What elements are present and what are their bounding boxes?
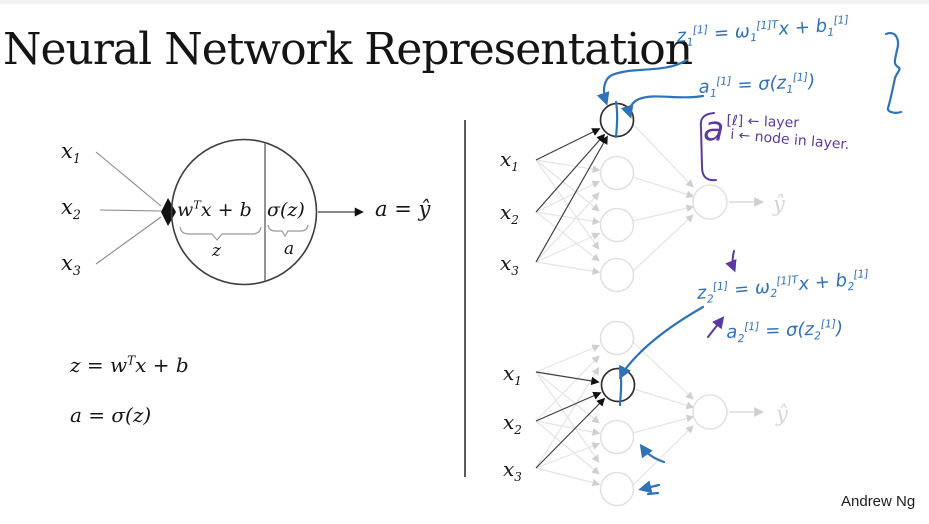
- pen-small-arrow-left: [638, 480, 661, 494]
- top-strip: [0, 0, 929, 4]
- top-net-yhat: ŷ: [773, 192, 785, 216]
- bottom-network-highlight-edges: [535, 371, 606, 469]
- top-network-highlight-edges: [535, 128, 608, 263]
- neuron-output-expr: a = ŷ: [375, 197, 431, 221]
- top-net-input-x2: x2: [500, 200, 519, 227]
- pen-node1-divider: [614, 100, 619, 139]
- author-credit: Andrew Ng: [841, 493, 916, 510]
- neuron-preactivation-expr: wTx + b: [177, 197, 252, 221]
- top-net-input-x1: x1: [500, 147, 519, 174]
- pen-curly-brace: [884, 32, 903, 114]
- pen-arrow-z2-to-node: [619, 305, 705, 380]
- hidden-node: [599, 419, 635, 455]
- input-label-x1: x1: [61, 139, 81, 167]
- underbrace-z: [179, 226, 262, 241]
- handwritten-a2-equation: a2[1] = σ(z2[1]): [726, 317, 844, 346]
- neuron-activation-expr: σ(z): [267, 199, 305, 221]
- hidden-node: [599, 320, 635, 356]
- pen-square-bracket: [699, 112, 717, 182]
- hidden-node: [599, 471, 635, 507]
- hidden-node: [599, 155, 635, 191]
- pen-up-arrow: [707, 316, 725, 338]
- blue-pen-strokes: [596, 32, 903, 496]
- bottom-net-input-x2: x2: [503, 410, 522, 437]
- top-net-input-x3: x3: [500, 251, 519, 278]
- pen-node2-divider: [618, 366, 623, 407]
- neuron-z-label: z: [212, 241, 221, 261]
- output-node: [692, 184, 728, 220]
- neuron-circle: [170, 138, 318, 286]
- underbrace-a: [267, 224, 309, 238]
- equation-z: z = wTx + b: [70, 353, 189, 377]
- notation-base: a: [702, 109, 725, 150]
- pen-down-arrow: [725, 250, 737, 273]
- pen-arrow-z1-to-node: [596, 58, 689, 106]
- input-label-x2: x2: [61, 195, 81, 223]
- hidden-node: [599, 207, 635, 243]
- purple-pen-strokes: [699, 112, 737, 338]
- hidden-node: [599, 257, 635, 293]
- bottom-network-gray-edges: [535, 341, 764, 487]
- top-network-gray-edges: [535, 123, 764, 275]
- top-network-graph: [535, 102, 764, 293]
- equation-a: a = σ(z): [70, 403, 152, 427]
- single-neuron-diagram: [95, 138, 364, 286]
- input-converge-arrowhead: [161, 198, 176, 226]
- pen-small-arrow-left-tail: [646, 491, 660, 496]
- output-node: [692, 394, 728, 430]
- pen-arrow-a1-to-node: [620, 94, 705, 119]
- bottom-net-input-x3: x3: [503, 457, 522, 484]
- neuron-a-label: a: [284, 239, 295, 259]
- bottom-net-yhat: ŷ: [776, 402, 788, 426]
- slide-title: Neural Network Representation: [3, 24, 693, 75]
- bottom-network-graph: [535, 320, 764, 507]
- hidden-node-2-highlighted: [600, 367, 636, 403]
- input-label-x3: x3: [61, 251, 81, 279]
- handwritten-notation-note: a [ℓ] ← layer i ← node in layer.: [702, 109, 850, 153]
- pen-small-arrow-up-left: [639, 443, 666, 464]
- bottom-net-input-x1: x1: [503, 361, 522, 388]
